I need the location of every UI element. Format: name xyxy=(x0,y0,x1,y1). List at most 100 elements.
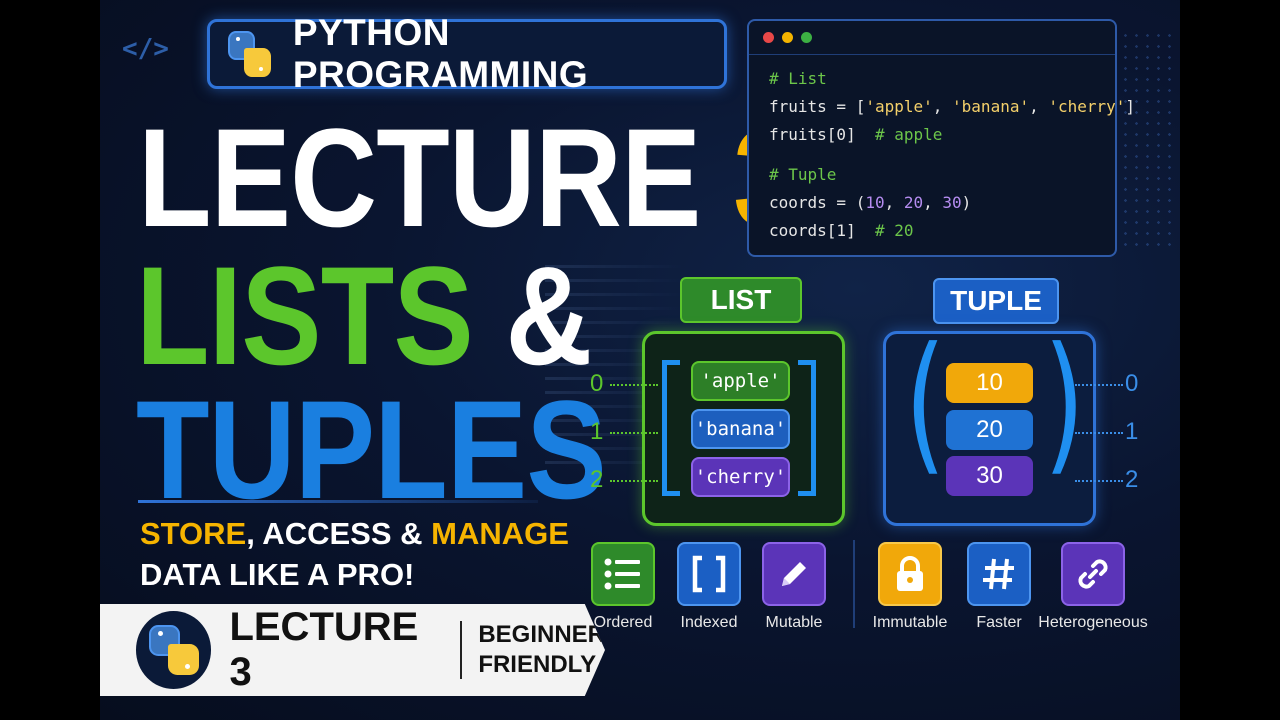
tagline-access: , ACCESS & xyxy=(246,516,432,551)
maximize-dot-icon xyxy=(801,32,812,43)
tuple-index: 1 xyxy=(1125,418,1139,445)
list-index: 2 xyxy=(590,466,604,493)
feature-faster: Faster xyxy=(959,542,1039,632)
code-op: = [ xyxy=(826,97,866,116)
code-line-list-assign: fruits = ['apple', 'banana', 'cherry'] xyxy=(769,97,1135,125)
index-connector xyxy=(610,480,658,482)
code-var: fruits xyxy=(769,97,827,116)
index-connector xyxy=(1075,432,1123,434)
bottom-level-label: BEGINNER FRIENDLY xyxy=(478,620,605,680)
bottom-bar: LECTURE 3 BEGINNER FRIENDLY xyxy=(100,604,605,696)
headline-lists-word: LISTS xyxy=(136,237,474,394)
code-comma: , xyxy=(884,193,904,212)
code-comma: , xyxy=(923,193,943,212)
left-bracket-icon xyxy=(662,360,680,496)
tuple-index: 0 xyxy=(1125,370,1139,397)
headline-lecture-word: LECTURE xyxy=(138,99,701,256)
feature-label: Immutable xyxy=(872,614,948,631)
headline-lists: LISTS & xyxy=(136,246,592,386)
pencil-icon xyxy=(762,542,826,606)
bottom-lecture-label: LECTURE 3 xyxy=(229,605,419,694)
header-badge: PYTHON PROGRAMMING xyxy=(207,12,727,95)
tagline-line1: STORE, ACCESS & MANAGE xyxy=(140,514,569,555)
dot-grid-decoration xyxy=(1120,30,1175,250)
code-number: 30 xyxy=(942,193,962,212)
link-icon xyxy=(1061,542,1125,606)
minimize-dot-icon xyxy=(782,32,793,43)
feature-label: Faster xyxy=(976,614,1022,631)
headline-ampersand: & xyxy=(505,237,592,394)
headline-tuples: TUPLES xyxy=(136,371,607,528)
code-comma: , xyxy=(1029,97,1049,116)
index-connector xyxy=(1075,384,1123,386)
tuple-item: 10 xyxy=(946,363,1033,403)
thumbnail: </> PYTHON PROGRAMMING LECTURE 3 LISTS &… xyxy=(100,0,1180,720)
list-item: 'cherry' xyxy=(691,457,790,497)
tagline-line2: DATA LIKE A PRO! xyxy=(140,556,415,592)
tuple-index: 2 xyxy=(1125,466,1139,493)
headline-lecture: LECTURE 3 xyxy=(138,108,800,248)
index-connector xyxy=(610,432,658,434)
code-string: 'apple' xyxy=(865,97,933,116)
bottom-level-line1: BEGINNER xyxy=(478,621,605,648)
feature-label: Ordered xyxy=(593,614,653,631)
python-logo-icon xyxy=(148,625,199,675)
python-logo-icon xyxy=(228,31,271,77)
code-line-tuple-assign: coords = (10, 20, 30) xyxy=(769,193,1115,221)
index-connector xyxy=(610,384,658,386)
code-op: = ( xyxy=(826,193,866,212)
code-body: # List fruits = ['apple', 'banana', 'che… xyxy=(749,55,1135,249)
right-bracket-icon xyxy=(798,360,816,496)
code-comment: # apple xyxy=(855,125,943,144)
code-line-tuple-access: coords[1] # 20 xyxy=(769,221,1115,249)
tagline-store: STORE xyxy=(140,516,247,551)
code-comment: # 20 xyxy=(855,221,914,240)
brackets-icon xyxy=(677,542,741,606)
list-icon xyxy=(591,542,655,606)
feature-indexed: Indexed xyxy=(669,542,749,632)
code-comma: , xyxy=(932,97,953,116)
hash-icon xyxy=(967,542,1031,606)
tagline-manage: MANAGE xyxy=(431,516,569,551)
feature-ordered: Ordered xyxy=(583,542,663,632)
code-line-list-comment: # List xyxy=(769,69,827,88)
code-window: # List fruits = ['apple', 'banana', 'che… xyxy=(747,19,1135,257)
tuple-item: 20 xyxy=(946,410,1033,450)
feature-label: Indexed xyxy=(680,614,738,631)
feature-heterogeneous: Heterogeneous xyxy=(1038,542,1148,632)
code-line-list-access: fruits[0] # apple xyxy=(769,125,1115,153)
feature-label: Mutable xyxy=(765,614,823,631)
code-var: coords xyxy=(769,193,827,212)
code-string: 'banana' xyxy=(952,97,1030,116)
index-connector xyxy=(1075,480,1123,482)
close-dot-icon xyxy=(763,32,774,43)
feature-separator xyxy=(853,540,855,628)
code-op: ] xyxy=(1125,97,1136,116)
code-window-titlebar xyxy=(749,21,1115,55)
code-number: 20 xyxy=(903,193,924,212)
feature-immutable: Immutable xyxy=(870,542,950,632)
code-line-tuple-comment: # Tuple xyxy=(769,165,837,184)
bottom-level-line2: FRIENDLY xyxy=(478,651,597,678)
code-tag-icon: </> xyxy=(122,34,169,64)
list-item: 'banana' xyxy=(691,409,790,449)
code-expr: fruits[0] xyxy=(769,125,856,144)
code-op: ) xyxy=(961,193,972,212)
code-expr: coords[1] xyxy=(769,221,856,240)
lock-icon xyxy=(878,542,942,606)
left-paren-icon: ( xyxy=(904,316,946,490)
list-index: 0 xyxy=(590,370,604,397)
bottom-logo-badge xyxy=(136,611,212,689)
header-title: PYTHON PROGRAMMING xyxy=(292,12,589,95)
tuple-label: TUPLE xyxy=(933,278,1059,324)
tagline: STORE, ACCESS & MANAGE DATA LIKE A PRO! xyxy=(140,514,569,596)
feature-mutable: Mutable xyxy=(754,542,834,632)
list-label: LIST xyxy=(680,277,802,323)
right-paren-icon: ) xyxy=(1043,316,1085,490)
feature-label: Heterogeneous xyxy=(1038,614,1148,631)
divider xyxy=(138,500,538,503)
code-string: 'cherry' xyxy=(1048,97,1126,116)
tuple-item: 30 xyxy=(946,456,1033,496)
bottom-separator xyxy=(460,621,463,679)
code-number: 10 xyxy=(865,193,885,212)
